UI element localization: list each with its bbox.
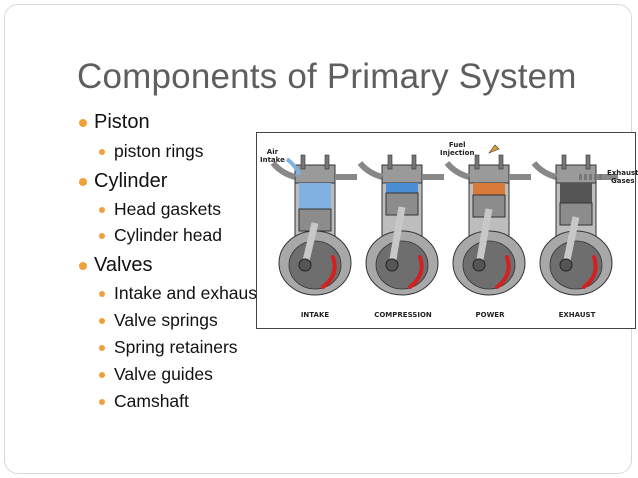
sub-bullet-label: Valve springs: [114, 310, 218, 330]
bullet-dot-icon: [99, 345, 105, 351]
bullet-dot-icon: [79, 178, 87, 186]
air-intake-callout-line1: Air: [266, 148, 279, 156]
power-valve-right: [498, 154, 504, 170]
sub-bullet-intake-exhaust: Intake and exhaust: [99, 283, 262, 304]
bullet-cylinder: Cylinder: [79, 170, 167, 193]
exhaust-intake-pipe: [531, 161, 557, 180]
fuel-injection-callout-line2: Injection: [440, 149, 475, 157]
bullet-dot-icon: [99, 291, 105, 297]
sub-bullet-label: Cylinder head: [114, 225, 222, 245]
compression-valve-right: [411, 154, 417, 170]
air-intake-callout-line2: Intake: [260, 156, 285, 164]
bullet-label: Valves: [94, 254, 153, 276]
exhaust-gases-callout: Exhaust Gases: [607, 169, 638, 185]
power-connecting-rod: [475, 208, 493, 266]
fuel-injection-callout: Fuel Injection: [440, 141, 474, 157]
intake-valve-left: [300, 154, 306, 170]
bullet-label: Cylinder: [94, 170, 168, 192]
sub-bullet-label: Camshaft: [114, 391, 189, 411]
bullet-dot-icon: [99, 372, 105, 378]
bullet-dot-icon: [79, 262, 87, 270]
compression-chamber-gas: [386, 183, 418, 193]
sub-bullet-valve-springs: Valve springs: [99, 310, 218, 331]
stroke-label-intake: INTAKE: [300, 311, 330, 319]
power-intake-pipe: [444, 161, 470, 180]
intake-crank-chamber: [288, 240, 342, 290]
stroke-label-exhaust: EXHAUST: [558, 311, 596, 319]
compression-crank-chamber: [375, 240, 429, 290]
power-chamber-gas: [473, 183, 505, 195]
bullet-valves: Valves: [79, 254, 153, 277]
sub-bullet-label: piston rings: [114, 141, 204, 161]
sub-bullet-valve-guides: Valve guides: [99, 364, 213, 385]
sub-bullet-head-gaskets: Head gaskets: [99, 199, 221, 220]
compression-valve-left: [387, 154, 393, 170]
stroke-label-power: POWER: [475, 311, 505, 319]
intake-valve-right: [324, 154, 330, 170]
power-valve-left: [474, 154, 480, 170]
sub-bullet-label: Valve guides: [114, 364, 213, 384]
exhaust-connecting-rod: [562, 216, 580, 266]
exhaust-gases-callout-line2: Gases: [610, 177, 635, 185]
air-intake-callout: Air Intake: [260, 148, 285, 164]
power-rotation-arrow: [495, 255, 511, 289]
exhaust-crank-pin: [559, 258, 573, 272]
bullet-dot-icon: [99, 149, 105, 155]
fuel-injection-callout-line1: Fuel: [448, 141, 466, 149]
sub-bullet-label: Head gaskets: [114, 199, 222, 219]
sub-bullet-label: Spring retainers: [114, 337, 238, 357]
intake-rotation-arrow: [321, 255, 337, 289]
bullet-dot-icon: [99, 233, 105, 239]
compression-rotation-arrow: [408, 255, 424, 289]
exhaust-valve-left: [561, 154, 567, 170]
sub-bullet-spring-retainers: Spring retainers: [99, 337, 238, 358]
engine-illustration: [270, 144, 618, 296]
fuel-injector-icon: [488, 144, 500, 154]
exhaust-rotation-arrow: [582, 255, 598, 289]
compression-crank-pin: [385, 258, 399, 272]
bullet-piston: Piston: [79, 111, 150, 134]
bullet-dot-icon: [99, 318, 105, 324]
exhaust-crank-chamber: [549, 240, 603, 290]
four-stroke-engine-diagram: INTAKE COMPRESSION POWER EXHAUST Air Int…: [256, 132, 638, 329]
sub-bullet-piston-rings: piston rings: [99, 141, 204, 162]
exhaust-valve-right: [585, 154, 591, 170]
power-crank-chamber: [462, 240, 516, 290]
bullet-dot-icon: [99, 207, 105, 213]
air-flow-arrow: [285, 157, 301, 176]
bullet-dot-icon: [99, 399, 105, 405]
compression-connecting-rod: [388, 206, 406, 266]
sub-bullet-camshaft: Camshaft: [99, 391, 189, 412]
compression-intake-pipe: [357, 161, 383, 180]
sub-bullet-label: Intake and exhaust: [114, 283, 262, 303]
intake-crank-pin: [298, 258, 312, 272]
bullet-label: Piston: [94, 111, 150, 133]
bullet-dot-icon: [79, 119, 87, 127]
intake-connecting-rod: [301, 222, 319, 266]
stroke-label-compression: COMPRESSION: [374, 311, 432, 319]
slide-title: Components of Primary System: [77, 57, 577, 96]
intake-chamber-gas: [299, 183, 331, 209]
power-crank-pin: [472, 258, 486, 272]
sub-bullet-cylinder-head: Cylinder head: [99, 225, 222, 246]
exhaust-gases-callout-line1: Exhaust: [607, 169, 638, 177]
intake-intake-pipe: [270, 161, 296, 180]
exhaust-chamber-gas: [560, 183, 592, 203]
